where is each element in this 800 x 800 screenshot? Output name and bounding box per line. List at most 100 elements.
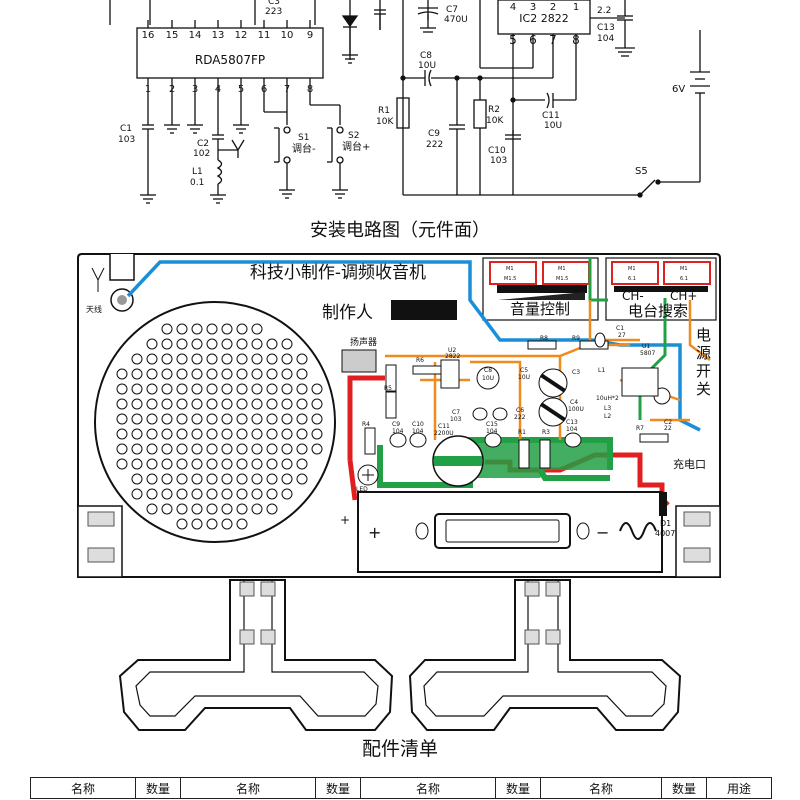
- speaker-hole: [266, 413, 278, 425]
- volume-switch-block: [482, 257, 599, 321]
- l1-label: L1: [192, 167, 203, 177]
- speaker-hole: [236, 413, 248, 425]
- s2-desc: 调台+: [342, 140, 370, 153]
- speaker-hole: [221, 338, 233, 350]
- speaker-hole: [221, 503, 233, 515]
- speaker-hole: [191, 488, 203, 500]
- stand-right: [408, 579, 682, 731]
- col-usage: 用途: [706, 777, 772, 799]
- speaker-hole: [251, 338, 263, 350]
- antenna-label: 天线: [86, 304, 102, 314]
- ic1-box: [136, 27, 324, 79]
- speaker-hole: [221, 353, 233, 365]
- switch-m1-a: M1: [506, 266, 514, 272]
- speaker-hole: [281, 443, 293, 455]
- speaker-hole: [146, 458, 158, 470]
- speaker-hole: [161, 473, 173, 485]
- speaker-hole: [206, 398, 218, 410]
- c3-label: C3: [572, 369, 580, 376]
- speaker-hole: [176, 353, 188, 365]
- l2-label: L2: [604, 413, 611, 420]
- speaker-hole: [236, 323, 248, 335]
- c1-value: 103: [118, 135, 135, 145]
- c8-value: 10U: [418, 61, 436, 71]
- l-value: 10uH*2: [596, 395, 619, 402]
- ic-u2: [440, 359, 460, 389]
- speaker-hole: [146, 473, 158, 485]
- speaker-hole: [221, 398, 233, 410]
- c9-value: 222: [426, 140, 443, 150]
- speaker-hole: [161, 368, 173, 380]
- speaker-hole: [266, 338, 278, 350]
- speaker-hole: [221, 443, 233, 455]
- d1-label: D1: [660, 519, 671, 528]
- speaker-hole: [221, 428, 233, 440]
- r5-label: R5: [384, 385, 392, 392]
- speaker-hole: [191, 428, 203, 440]
- c13-label: C13: [597, 23, 615, 33]
- speaker-hole: [191, 368, 203, 380]
- speaker-hole: [296, 368, 308, 380]
- cap-c8: [476, 366, 500, 390]
- speaker-hole: [236, 503, 248, 515]
- speaker-hole: [161, 338, 173, 350]
- speaker-hole: [161, 413, 173, 425]
- c6-value: 222: [514, 414, 526, 421]
- speaker-hole: [236, 428, 248, 440]
- c9-value: 104: [392, 428, 404, 435]
- ic2-pin-3: 3: [530, 2, 536, 13]
- c10-value: 103: [490, 156, 507, 166]
- speaker-hole: [191, 458, 203, 470]
- c11-value: 10U: [544, 121, 562, 131]
- ic1-pin-8: 8: [307, 84, 313, 95]
- c8-value: 10U: [482, 375, 494, 382]
- power-label-4: 关: [696, 380, 711, 398]
- speaker-hole: [296, 383, 308, 395]
- speaker-hole: [161, 383, 173, 395]
- r7-label: R7: [636, 425, 644, 432]
- speaker-hole: [191, 518, 203, 530]
- ic1-pin-12: 12: [235, 30, 248, 41]
- u1-label: U1: [642, 343, 650, 350]
- speaker-hole: [281, 338, 293, 350]
- speaker-hole: [191, 413, 203, 425]
- speaker-hole: [311, 398, 323, 410]
- speaker-hole: [221, 488, 233, 500]
- speaker-hole: [206, 503, 218, 515]
- speaker-hole: [176, 413, 188, 425]
- speaker-hole: [161, 503, 173, 515]
- speaker-hole: [206, 518, 218, 530]
- speaker-hole: [221, 518, 233, 530]
- speaker-hole: [176, 473, 188, 485]
- speaker-hole: [161, 353, 173, 365]
- ch-plus-label: CH+: [670, 289, 697, 303]
- speaker-hole: [191, 398, 203, 410]
- speaker-hole: [251, 413, 263, 425]
- search-switch-block: [605, 257, 717, 321]
- c1-label: C1: [120, 124, 132, 134]
- c7-value: 103: [450, 416, 462, 423]
- switch-61-a: 6.1: [628, 276, 636, 282]
- power-label-3: 开: [696, 362, 711, 380]
- parts-table-header-row: 名称 数量 名称 数量 名称 数量 名称 数量 用途: [30, 777, 772, 799]
- c9-label: C9: [428, 129, 440, 139]
- l3-label: L3: [604, 405, 611, 412]
- speaker-hole: [281, 458, 293, 470]
- maker-label: 制作人: [322, 303, 373, 323]
- speaker-hole: [131, 488, 143, 500]
- speaker-hole: [296, 353, 308, 365]
- speaker-hole: [116, 443, 128, 455]
- c11-label: C11: [542, 111, 560, 121]
- speaker-hole: [311, 428, 323, 440]
- c8-label: C8: [484, 367, 492, 374]
- speaker-hole: [206, 443, 218, 455]
- c10-value: 104: [412, 428, 424, 435]
- ic1-pin-14: 14: [189, 30, 202, 41]
- maker-name-box: [391, 300, 457, 320]
- speaker-hole: [146, 398, 158, 410]
- battery-label: 6V: [672, 84, 685, 95]
- speaker-hole: [191, 383, 203, 395]
- speaker-hole: [281, 428, 293, 440]
- speaker-hole: [236, 443, 248, 455]
- r8-label: R8: [540, 335, 548, 342]
